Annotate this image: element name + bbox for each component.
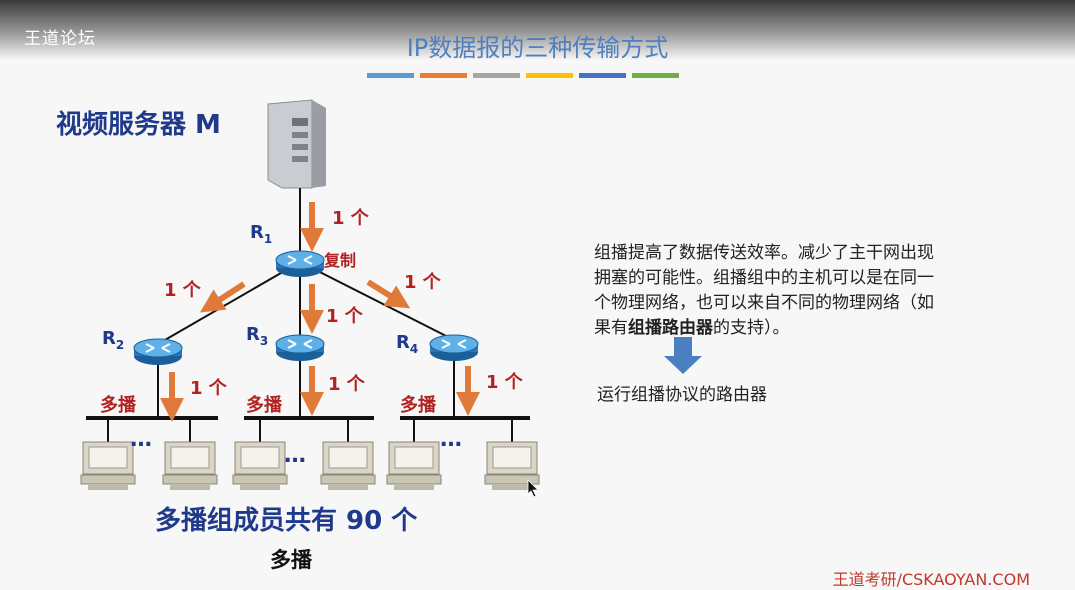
host-pc-icon <box>162 441 218 491</box>
ellipsis: … <box>284 443 306 468</box>
multicast-lan-label: 多播 <box>400 394 437 416</box>
packet-count-label: 1 个 <box>328 373 366 395</box>
packet-count-label: 1 个 <box>404 271 442 293</box>
note-line: 个物理网络，也可以来自不同的物理网络（如 <box>594 293 934 313</box>
multicast-lan-label: 多播 <box>100 394 137 416</box>
router-r4-label: R4 <box>396 332 418 356</box>
host-pc-icon <box>386 441 442 491</box>
color-bar-2 <box>420 73 467 78</box>
note-line: 果有组播路由器的支持）。 <box>594 316 1014 341</box>
slide-title: IP数据报的三种传输方式 <box>406 34 669 62</box>
note-bold-term: 组播路由器 <box>628 318 713 338</box>
router-r4-icon <box>429 334 479 362</box>
packet-arrows <box>160 202 480 422</box>
color-bar-4 <box>526 73 573 78</box>
watermark: 王道论坛 <box>24 29 96 49</box>
router-r2-label: R2 <box>102 328 124 352</box>
router-r3-icon <box>275 334 325 362</box>
color-bar-6 <box>632 73 679 78</box>
diagram-caption: 多播 <box>270 548 312 572</box>
lan-buses <box>86 416 530 442</box>
packet-count-label: 1 个 <box>164 279 202 301</box>
note-line: 拥塞的可能性。组播组中的主机可以是在同一 <box>594 268 934 288</box>
router-r1-label: R1 <box>250 222 272 246</box>
packet-count-label: 1 个 <box>332 207 370 229</box>
color-bar-1 <box>367 73 414 78</box>
copy-label: 复制 <box>323 251 356 270</box>
router-r3-label: R3 <box>246 324 268 348</box>
multicast-diagram: … … … R1 R2 R3 R4 复制 1 个 1 个 1 个 1 个 1 个… <box>80 99 702 498</box>
packet-count-label: 1 个 <box>190 377 228 399</box>
router-note: 运行组播协议的路由器 <box>597 385 767 405</box>
footer-brand: 王道考研/CSKAOYAN.COM <box>832 570 1030 589</box>
router-r2-icon <box>133 338 183 366</box>
packet-count-label: 1 个 <box>326 305 364 327</box>
server-label: 视频服务器 M <box>56 110 221 140</box>
host-pc-icon <box>80 441 136 491</box>
title-color-bars <box>367 73 679 78</box>
note-line: 组播提高了数据传送效率。减少了主干网出现 <box>594 243 934 263</box>
ellipsis: … <box>130 427 152 452</box>
multicast-lan-label: 多播 <box>246 394 283 416</box>
ellipsis: … <box>440 427 462 452</box>
multicast-note: 组播提高了数据传送效率。减少了主干网出现 拥塞的可能性。组播组中的主机可以是在同… <box>594 241 1014 341</box>
packet-count-label: 1 个 <box>486 371 524 393</box>
note-text: 的支持）。 <box>713 318 790 338</box>
server-icon <box>267 99 326 189</box>
down-arrow-icon <box>664 337 702 374</box>
color-bar-5 <box>579 73 626 78</box>
router-r1-icon <box>275 250 325 278</box>
host-pc-icon <box>232 441 288 491</box>
color-bar-3 <box>473 73 520 78</box>
members-summary: 多播组成员共有 90 个 <box>155 506 418 536</box>
host-pc-icon <box>320 441 376 491</box>
cursor-icon <box>527 479 539 498</box>
video-top-bar <box>0 0 1075 60</box>
note-text: 果有 <box>594 318 628 338</box>
